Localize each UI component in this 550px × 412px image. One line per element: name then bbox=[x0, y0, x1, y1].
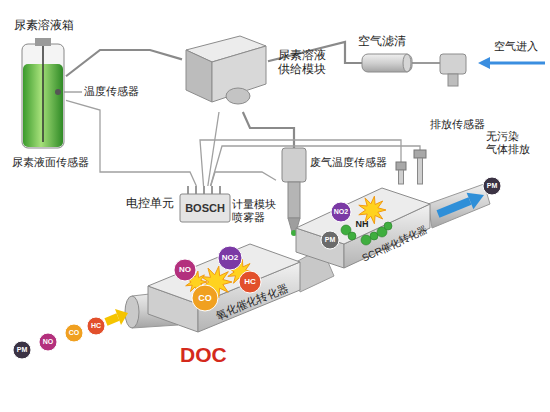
sensor-rod bbox=[418, 158, 423, 184]
connector-pin bbox=[187, 186, 189, 194]
connector-pin bbox=[203, 186, 205, 194]
air-in-arrow bbox=[488, 62, 545, 65]
part-label: 空气进入 bbox=[494, 40, 538, 53]
part-label: NH bbox=[356, 219, 369, 230]
air-line bbox=[412, 62, 440, 64]
tank-cap bbox=[35, 38, 51, 46]
node-outline bbox=[362, 54, 412, 72]
exhaust-temp-sensor: 废气温度传感器 bbox=[396, 162, 406, 184]
gas-particle bbox=[39, 333, 57, 351]
part-label: 尿素液面传感器 bbox=[12, 156, 89, 169]
filter-body bbox=[362, 54, 412, 72]
particle-label: NO bbox=[43, 338, 54, 346]
urea-tank: 尿素溶液箱 bbox=[20, 38, 66, 150]
connector-pin bbox=[211, 186, 213, 194]
air-in-arrowhead bbox=[478, 57, 490, 69]
node-outline bbox=[396, 162, 406, 184]
node-outline bbox=[20, 38, 66, 150]
particle-label: PM bbox=[17, 346, 28, 354]
temperature-sensor bbox=[55, 89, 61, 95]
urea-pipe bbox=[243, 112, 294, 148]
ammonia-molecule bbox=[384, 222, 392, 230]
connector-pin bbox=[219, 186, 221, 194]
ammonia-molecule bbox=[370, 232, 378, 240]
sensor-hex bbox=[396, 162, 406, 170]
ammonia-molecule bbox=[361, 235, 371, 245]
node-label: 空气滤清 bbox=[358, 34, 406, 48]
node-outline bbox=[276, 148, 312, 234]
metering-injector: 计量模块 喷雾器 bbox=[276, 148, 312, 234]
node-sublabel: DOC bbox=[180, 342, 227, 367]
tank-body bbox=[22, 44, 64, 148]
ecu-box bbox=[180, 194, 230, 222]
gas-particle bbox=[192, 285, 218, 311]
particle-label: CO bbox=[198, 293, 212, 304]
outlet-pipe bbox=[428, 184, 490, 228]
sensor-rod bbox=[399, 170, 404, 184]
injector-body bbox=[288, 182, 300, 218]
particle-label: NO2 bbox=[334, 208, 348, 216]
node-label: 电控单元 bbox=[126, 196, 174, 210]
signal-wire bbox=[211, 172, 276, 186]
sensor-hex bbox=[414, 150, 426, 158]
node-outline bbox=[182, 32, 268, 112]
gas-particle bbox=[483, 177, 501, 195]
particle-label: HC bbox=[244, 277, 256, 287]
inlet-pipe-mouth bbox=[125, 296, 139, 328]
signal-wire bbox=[66, 100, 196, 186]
particle-label: PM bbox=[325, 236, 336, 244]
particle-label: HC bbox=[91, 322, 101, 330]
injector-head bbox=[282, 148, 306, 182]
particle-label: PM bbox=[487, 182, 498, 190]
gas-particle bbox=[13, 341, 31, 359]
supply-module: 尿素溶液 供给模块 bbox=[182, 32, 268, 112]
control-unit: 电控单元BOSCH bbox=[178, 186, 232, 224]
gas-particle bbox=[87, 317, 105, 335]
particle-label: NO bbox=[179, 265, 191, 275]
ammonia-molecule bbox=[348, 232, 356, 240]
air-valve bbox=[440, 54, 466, 74]
level-sensor-rod bbox=[42, 46, 44, 142]
node-label: 排放传感器 bbox=[430, 118, 485, 131]
air-valve-stem bbox=[448, 74, 458, 86]
node-outline bbox=[414, 150, 426, 184]
gas-particle bbox=[331, 202, 351, 222]
exhaust-in-arrowhead bbox=[115, 309, 128, 325]
gas-particle bbox=[239, 271, 261, 293]
emission-sensor: 排放传感器 bbox=[414, 150, 426, 184]
gas-particle bbox=[321, 231, 339, 249]
pump-housing bbox=[226, 88, 250, 104]
gas-particle bbox=[65, 324, 83, 342]
gas-particle bbox=[218, 246, 242, 270]
exhaust-out-arrowhead bbox=[467, 193, 484, 210]
node-label: 计量模块 喷雾器 bbox=[232, 198, 278, 224]
filter-cap bbox=[403, 54, 411, 72]
air-filter: 空气滤清 bbox=[362, 54, 412, 72]
part-label: 无污染 气体排放 bbox=[486, 130, 531, 156]
module-front bbox=[186, 50, 212, 102]
exhaust-out-arrow bbox=[438, 201, 470, 214]
node-label: 尿素溶液 供给模块 bbox=[278, 48, 330, 77]
exhaust-in-arrow bbox=[106, 317, 118, 322]
connector-pin bbox=[195, 186, 197, 194]
particle-label: NO2 bbox=[222, 253, 238, 263]
signal-wire bbox=[210, 146, 420, 186]
signal-wire bbox=[200, 140, 401, 186]
particle-label: CO bbox=[69, 329, 80, 337]
part-label: 温度传感器 bbox=[84, 85, 139, 98]
node-sublabel: BOSCH bbox=[185, 202, 225, 215]
node-label: 废气温度传感器 bbox=[310, 156, 387, 169]
gas-particle bbox=[174, 259, 196, 281]
node-label: 尿素溶液箱 bbox=[14, 18, 74, 32]
urea-pipe bbox=[66, 50, 182, 76]
